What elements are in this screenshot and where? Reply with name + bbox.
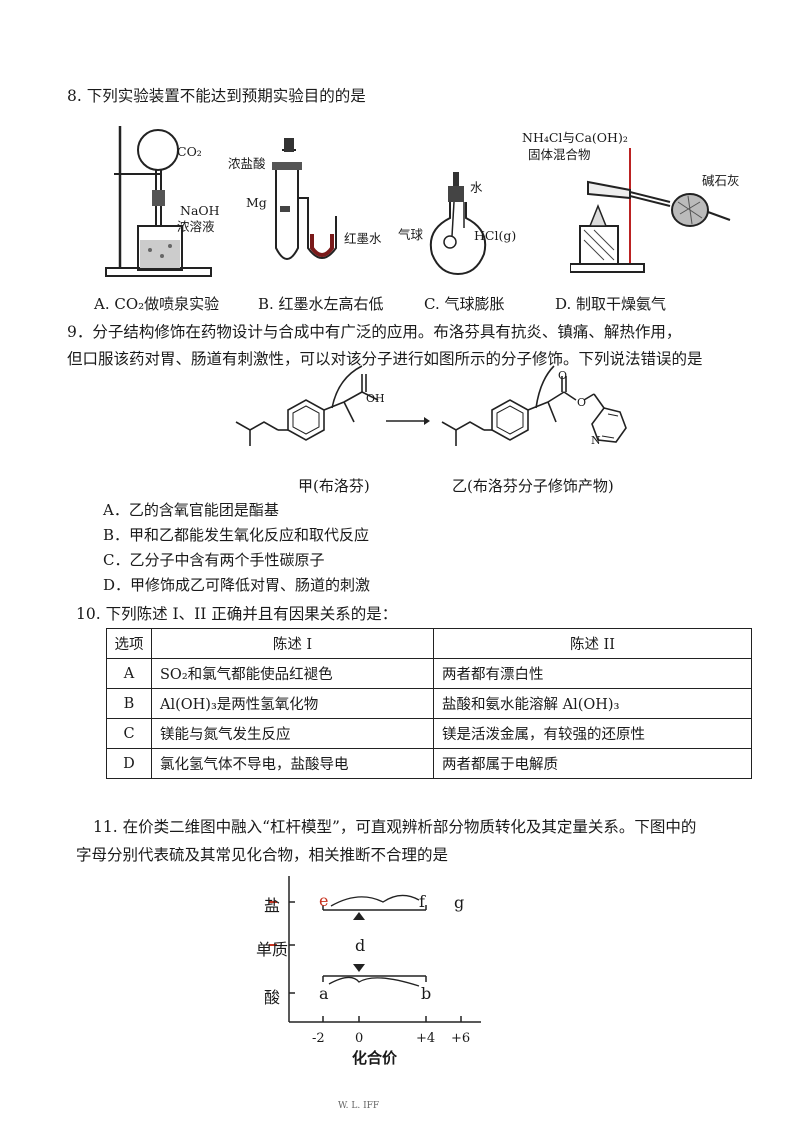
row-d-statement-1: 氯化氢气体不导电，盐酸导电: [151, 748, 434, 779]
point-b: b: [421, 984, 432, 1003]
x-tick-0: 0: [355, 1031, 364, 1046]
label-mg: Mg: [246, 195, 267, 210]
header-statement-1: 陈述 I: [151, 628, 434, 659]
row-b-statement-1: Al(OH)₃是两性氢氧化物: [151, 688, 434, 719]
label-co2: CO₂: [177, 144, 202, 159]
label-hcl-gas: HCl(g): [474, 228, 517, 243]
q8-option-d: D. 制取干燥氨气: [555, 295, 667, 313]
q8-option-c: C. 气球膨胀: [424, 295, 505, 313]
x-tick-neg2: -2: [312, 1031, 325, 1046]
valence-class-diagram: [269, 876, 481, 1023]
q9-option-b: B．甲和乙都能发生氧化反应和取代反应: [103, 526, 370, 544]
ibuprofen-structure: [235, 365, 379, 446]
q11-stem-line2: 字母分别代表硫及其常见化合物，相关推断不合理的是: [76, 846, 449, 864]
modified-product-structure: [441, 365, 627, 446]
label-ester-o: O: [577, 396, 587, 409]
apparatus-d-ammonia: [570, 148, 731, 273]
row-c-option: C: [106, 718, 152, 749]
y-label-salt: 盐: [264, 896, 281, 915]
label-carbonyl-o: O: [558, 369, 568, 382]
q9-option-a: A．乙的含氧官能团是酯基: [103, 501, 279, 519]
label-solid-mixture: 固体混合物: [528, 147, 591, 162]
apparatus-b-u-tube: [272, 138, 337, 260]
table-row: D 氯化氢气体不导电，盐酸导电 两者都属于电解质: [106, 748, 752, 779]
row-a-option: A: [106, 658, 152, 689]
q9-option-d: D．甲修饰成乙可降低对胃、肠道的刺激: [103, 576, 371, 594]
row-b-option: B: [106, 688, 152, 719]
row-d-option: D: [106, 748, 152, 779]
label-reagents: NH₄Cl与Ca(OH)₂: [522, 130, 628, 145]
label-red-ink: 红墨水: [344, 231, 382, 246]
label-pyridine-n: N: [591, 434, 601, 447]
q10-stem: 10. 下列陈述 I、II 正确并且有因果关系的是：: [76, 605, 398, 623]
q8-option-b: B. 红墨水左高右低: [258, 295, 384, 313]
x-tick-pos4: +4: [416, 1031, 436, 1046]
fulcrum-lower-icon: [353, 964, 365, 972]
point-f: f: [419, 892, 425, 911]
q9-stem-line1: 9．分子结构修饰在药物设计与合成中有广泛的应用。布洛芬具有抗炎、镇痛、解热作用，: [67, 323, 682, 341]
label-solution: 浓溶液: [177, 219, 215, 234]
table-row: A SO₂和氯气都能使品红褪色 两者都有漂白性: [106, 658, 752, 689]
x-axis-title: 化合价: [352, 1049, 398, 1067]
y-label-acid: 酸: [264, 988, 281, 1007]
q11-stem-line1: 11. 在价类二维图中融入“杠杆模型”，可直观辨析部分物质转化及其定量关系。下图…: [93, 818, 697, 836]
point-a: a: [319, 984, 329, 1003]
x-tick-pos6: +6: [451, 1031, 471, 1046]
q9-option-c: C．乙分子中含有两个手性碳原子: [103, 551, 325, 569]
header-statement-2: 陈述 II: [433, 628, 752, 659]
label-balloon: 气球: [398, 227, 424, 242]
caption-ibuprofen: 甲(布洛芬): [298, 477, 370, 495]
row-b-statement-2: 盐酸和氨水能溶解 Al(OH)₃: [433, 688, 752, 719]
q9-stem-line2: 但口服该药对胃、肠道有刺激性，可以对该分子进行如图所示的分子修饰。下列说法错误的…: [67, 350, 703, 368]
apparatus-a-fountain: [105, 126, 212, 277]
page-footer: W. L. IFF: [338, 1101, 380, 1111]
point-e: e: [319, 891, 329, 910]
row-c-statement-2: 镁是活泼金属，有较强的还原性: [433, 718, 752, 749]
point-g: g: [454, 893, 465, 912]
table-row: C 镁能与氮气发生反应 镁是活泼金属，有较强的还原性: [106, 718, 752, 749]
label-soda-lime: 碱石灰: [702, 173, 740, 188]
row-a-statement-1: SO₂和氯气都能使品红褪色: [151, 658, 434, 689]
table-row: B Al(OH)₃是两性氢氧化物 盐酸和氨水能溶解 Al(OH)₃: [106, 688, 752, 719]
header-option: 选项: [106, 628, 152, 659]
reaction-arrow: [386, 417, 430, 425]
row-c-statement-1: 镁能与氮气发生反应: [151, 718, 434, 749]
apparatus-c-flask: [429, 172, 487, 276]
label-oh: OH: [366, 392, 385, 405]
q8-stem: 8. 下列实验装置不能达到预期实验目的的是: [67, 87, 366, 105]
caption-product: 乙(布洛芬分子修饰产物): [452, 477, 614, 495]
label-conc-hcl: 浓盐酸: [228, 156, 266, 171]
label-water: 水: [470, 180, 483, 195]
table-header-row: 选项 陈述 I 陈述 II: [106, 628, 752, 659]
label-naoh: NaOH: [180, 203, 220, 218]
row-a-statement-2: 两者都有漂白性: [433, 658, 752, 689]
q8-option-a: A. CO₂做喷泉实验: [94, 295, 220, 313]
row-d-statement-2: 两者都属于电解质: [433, 748, 752, 779]
q10-table: 选项 陈述 I 陈述 II A SO₂和氯气都能使品红褪色 两者都有漂白性 B …: [106, 628, 752, 779]
y-label-element: 单质: [256, 940, 289, 959]
point-d: d: [355, 936, 366, 955]
fulcrum-upper-icon: [353, 912, 365, 920]
